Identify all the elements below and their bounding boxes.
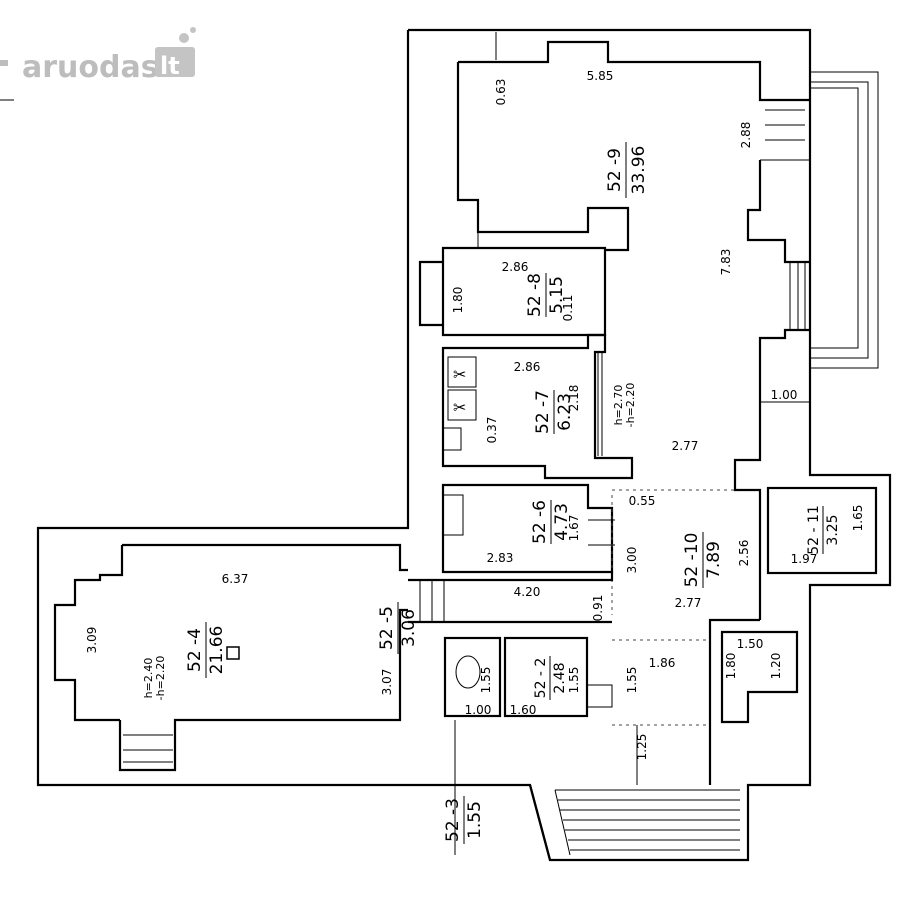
dim-1-67: 1.67 (567, 515, 581, 542)
dim-2-56: 2.56 (737, 540, 751, 567)
dim-5-85: 5.85 (587, 69, 614, 83)
dim-2-88: 2.88 (739, 122, 753, 149)
dim-1-20: 1.20 (769, 653, 783, 680)
dim-1-55-b: 1.55 (567, 667, 581, 694)
room-id-52-11: 52 - 11 (806, 505, 822, 555)
room-id-52-7: 52 -7 (533, 390, 553, 434)
dim-0-11: 0.11 (561, 295, 575, 322)
label-52-10: 52 -10 7.89 (682, 532, 724, 588)
room-52-10 (408, 489, 735, 726)
dim-7-83: 7.83 (719, 249, 733, 276)
dim-3-00: 3.00 (625, 547, 639, 574)
dim-2-86-a: 2.86 (502, 260, 529, 274)
label-52-7: 52 -7 6.23 (533, 390, 575, 434)
room-area-52-8: 5.15 (547, 276, 567, 314)
dim-1-50: 1.50 (737, 637, 764, 651)
label-52-4: 52 -4 21.66 (185, 622, 227, 678)
height-52-4-bottom: -h=2.20 (154, 656, 167, 701)
room-area-52-4: 21.66 (207, 626, 227, 675)
dimension-labels: 0.63 5.85 2.88 7.83 2.86 1.80 0.11 2.86 … (85, 32, 865, 785)
room-52-2 (503, 636, 613, 718)
label-52-8: 52 -8 5.15 (525, 273, 567, 317)
sink-icon-2: ✂ (453, 398, 466, 417)
room-area-52-10: 7.89 (704, 541, 724, 579)
room-id-52-4: 52 -4 (185, 628, 205, 672)
room-52-7: ✂ ✂ (441, 333, 634, 480)
dim-1-00-a: 1.00 (771, 388, 798, 402)
room-wc (443, 636, 502, 718)
dim-1-86: 1.86 (649, 656, 676, 670)
logo-brand-text: aruodas (22, 50, 159, 85)
column-symbol (226, 646, 240, 660)
height-52-4-top: h=2.40 (142, 658, 155, 699)
balcony-steps (760, 99, 810, 330)
label-52-2: 52 - 2 2.48 (533, 656, 568, 700)
dim-1-60: 1.60 (510, 703, 537, 717)
room-small-right (720, 630, 799, 724)
dim-3-09: 3.09 (85, 627, 99, 654)
dim-1-00-b: 1.00 (465, 703, 492, 717)
dim-2-83: 2.83 (487, 551, 514, 565)
label-52-3: 52 -3 1.55 (443, 796, 485, 844)
dim-3-07: 3.07 (380, 669, 394, 696)
dim-0-63: 0.63 (494, 79, 508, 106)
entrance-stairs (454, 720, 740, 861)
height-52-7-top: h=2.70 (612, 385, 625, 426)
room-id-52-10: 52 -10 (682, 533, 702, 588)
room-id-52-2: 52 - 2 (533, 658, 549, 699)
dim-1-97: 1.97 (791, 552, 818, 566)
room-id-52-5: 52 -5 (377, 606, 397, 650)
room-area-52-5: 3.06 (399, 609, 419, 647)
room-id-52-8: 52 -8 (525, 273, 545, 317)
room-id-52-9: 52 -9 (605, 148, 625, 192)
room-area-52-3: 1.55 (465, 801, 485, 839)
dim-1-65: 1.65 (851, 505, 865, 532)
room-area-52-2: 2.48 (552, 662, 568, 693)
aruodas-logo: aruodas lt (0, 27, 196, 101)
dim-0-55: 0.55 (629, 494, 656, 508)
dim-6-37: 6.37 (222, 572, 249, 586)
room-52-8 (418, 232, 607, 337)
label-52-6: 52 -6 4.73 (530, 500, 572, 544)
room-area-52-9: 33.96 (629, 146, 649, 195)
dim-0-91: 0.91 (591, 595, 605, 622)
dim-1-80-b: 1.80 (724, 653, 738, 680)
room-area-52-6: 4.73 (552, 503, 572, 541)
label-52-11: 52 - 11 3.25 (806, 505, 841, 555)
height-52-7-bottom: -h=2.20 (624, 383, 637, 428)
logo-suffix-text: lt (160, 52, 180, 80)
label-52-5: 52 -5 3.06 (377, 602, 419, 654)
dim-1-55-c: 1.55 (625, 667, 639, 694)
dim-1-25: 1.25 (635, 734, 649, 761)
dim-2-18: 2.18 (567, 385, 581, 412)
room-52-11 (766, 486, 878, 575)
room-id-52-3: 52 -3 (443, 798, 463, 842)
room-id-52-6: 52 -6 (530, 500, 550, 544)
label-52-9: 52 -9 33.96 (605, 142, 649, 198)
outer-walls (36, 28, 892, 862)
dim-2-77-b: 2.77 (675, 596, 702, 610)
dim-1-55-a: 1.55 (479, 667, 493, 694)
dim-4-20: 4.20 (514, 585, 541, 599)
dim-1-80-a: 1.80 (451, 287, 465, 314)
dim-0-37: 0.37 (485, 417, 499, 444)
logo-house-icon (155, 47, 195, 77)
sink-icon: ✂ (453, 365, 466, 384)
room-52-6 (441, 483, 615, 574)
room-area-52-11: 3.25 (825, 514, 841, 545)
room-52-4 (53, 543, 408, 772)
room-area-52-7: 6.23 (555, 393, 575, 431)
dim-2-77-a: 2.77 (672, 439, 699, 453)
dim-2-86-b: 2.86 (514, 360, 541, 374)
